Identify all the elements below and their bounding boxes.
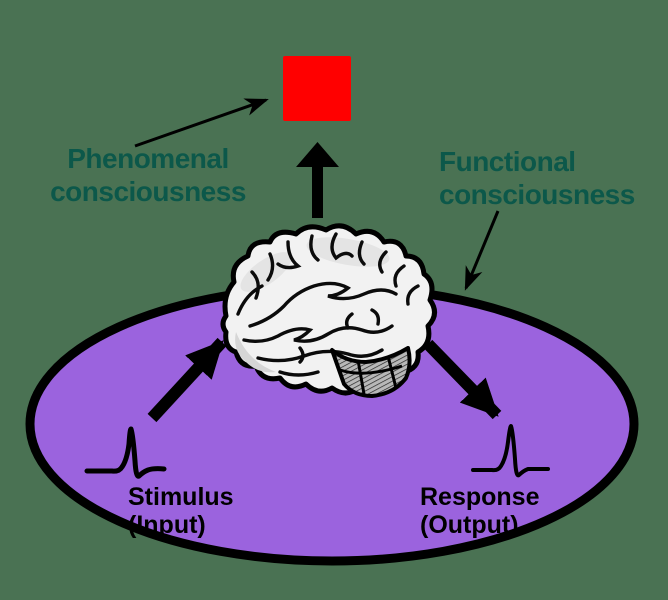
brain-shading	[240, 252, 292, 292]
response-label-line2: (Output)	[420, 511, 519, 539]
red-square	[283, 56, 351, 121]
phenomenal-consciousness-label: Phenomenal consciousness	[36, 142, 260, 208]
brain-illustration	[220, 223, 437, 398]
functional-label-line1: Functional	[439, 146, 576, 177]
functional-consciousness-label: Functional consciousness	[439, 145, 635, 211]
brain-gyri	[236, 232, 420, 377]
response-label-line1: Response	[420, 483, 540, 511]
stimulus-to-brain-arrow	[147, 337, 227, 423]
brain-to-response-arrow	[423, 339, 502, 420]
phenomenal-label-line2: consciousness	[50, 176, 246, 207]
phenomenal-label-line1: Phenomenal	[67, 143, 229, 174]
stimulus-label-line1: Stimulus	[128, 483, 234, 511]
stimulus-label: Stimulus (Input)	[128, 483, 234, 539]
cerebellum	[330, 346, 412, 398]
phenomenal-pointer-arrow	[134, 98, 269, 148]
functional-pointer-arrow	[464, 210, 500, 291]
stimulus-waveform-icon	[84, 426, 167, 479]
response-waveform-icon	[471, 424, 550, 478]
functional-label-line2: consciousness	[439, 179, 635, 210]
brain-shading	[235, 332, 276, 373]
response-label: Response (Output)	[420, 483, 539, 539]
brain-to-square-arrow	[296, 142, 339, 218]
stimulus-label-line2: (Input)	[128, 511, 206, 539]
